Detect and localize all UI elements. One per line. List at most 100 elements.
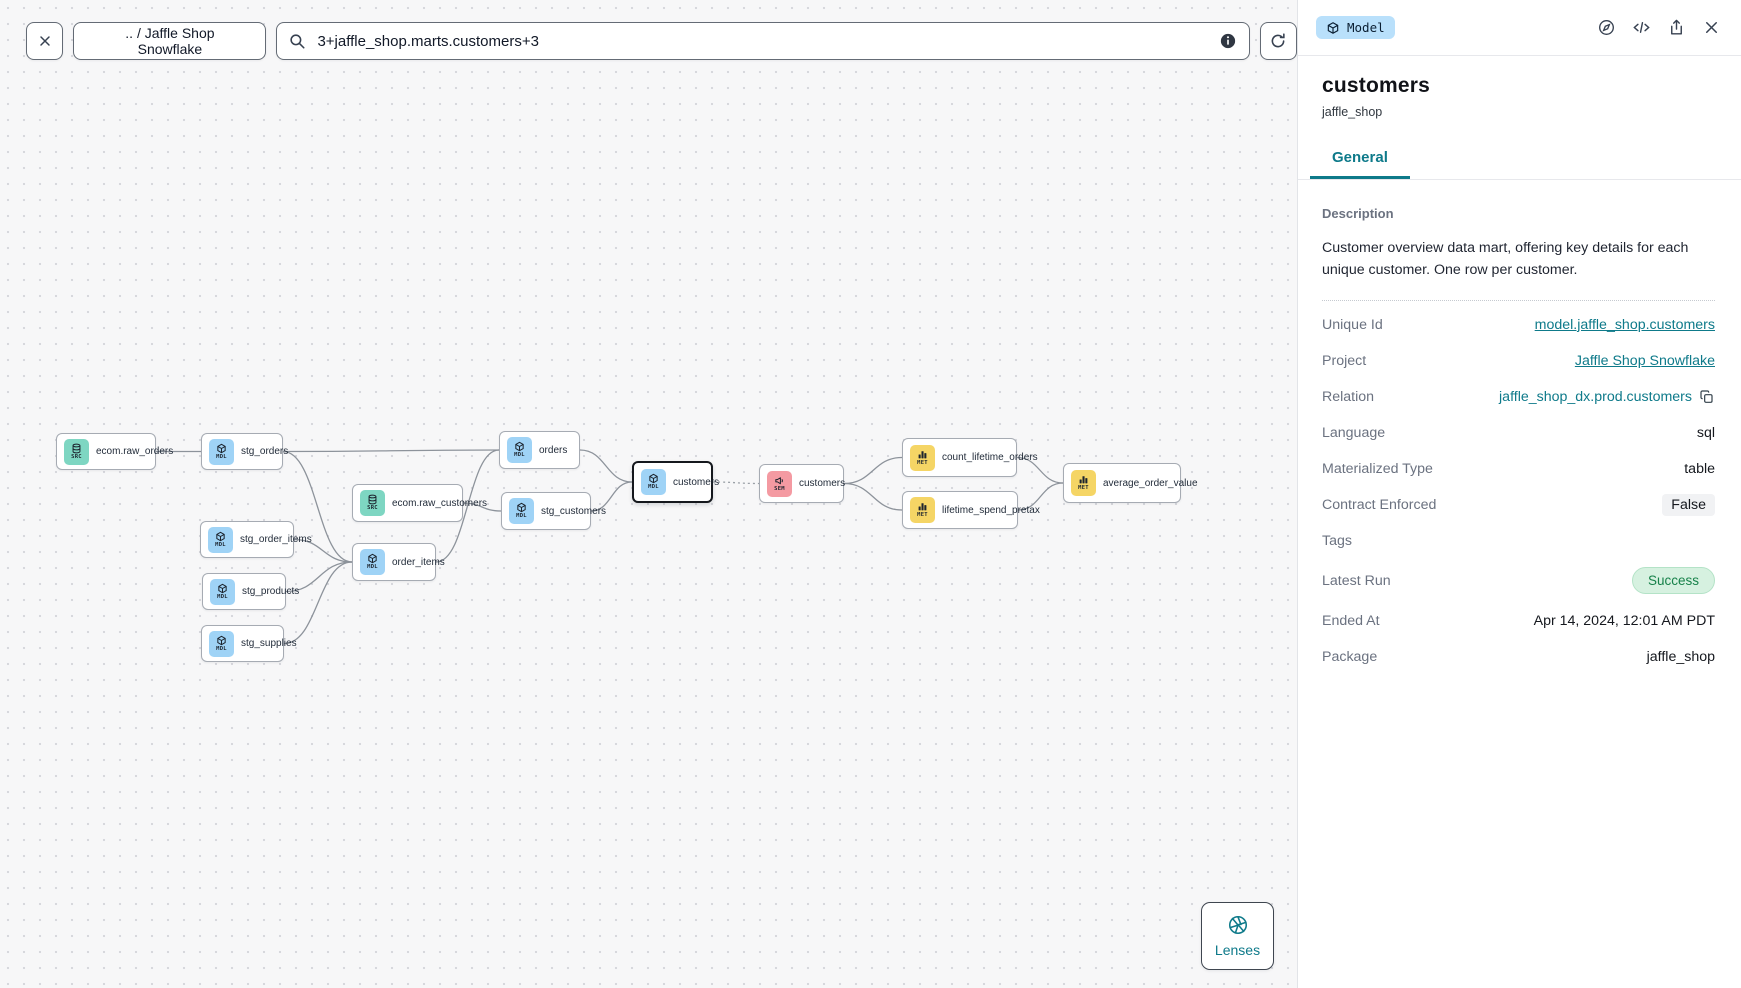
node-label: stg_products (242, 586, 300, 597)
field-label: Latest Run (1322, 572, 1391, 589)
node-label: stg_order_items (240, 534, 312, 545)
aperture-icon (1228, 915, 1247, 935)
lineage-search (276, 22, 1250, 60)
detail-field-row: Contract Enforced False (1322, 487, 1715, 523)
lineage-edge (579, 449, 633, 483)
field-value: sql (1696, 424, 1715, 441)
close-panel-button[interactable] (1701, 18, 1721, 38)
cube-icon: MDL (209, 630, 234, 657)
node-label: count_lifetime_orders (942, 452, 1038, 463)
detail-field-row: Ended At Apr 14, 2024, 12:01 AM PDT (1322, 603, 1715, 639)
lineage-edges (156, 449, 1064, 645)
lineage-edge (285, 561, 353, 593)
copy-icon[interactable] (1699, 389, 1715, 405)
refresh-button[interactable] (1259, 22, 1297, 60)
close-icon (1705, 21, 1717, 34)
node-label: customers (799, 478, 846, 489)
graph-node-stg_products[interactable]: MDL stg_products (202, 573, 299, 610)
lineage-edge (462, 502, 502, 512)
field-label: Tags (1322, 532, 1352, 549)
lineage-edge (283, 561, 353, 645)
field-label: Project (1322, 352, 1367, 369)
info-icon[interactable] (1219, 32, 1237, 50)
cube-icon: MDL (210, 578, 235, 605)
graph-node-stg_customers[interactable]: MDL stg_customers (501, 492, 606, 530)
graph-node-orders[interactable]: MDL orders (499, 431, 580, 469)
node-label: customers (673, 476, 720, 488)
lineage-edge (590, 481, 633, 512)
node-label: orders (539, 444, 568, 456)
search-icon (290, 34, 305, 49)
cube-icon (1327, 21, 1339, 34)
lenses-label: Lenses (1214, 942, 1261, 958)
cube-icon: MDL (507, 437, 532, 463)
cube-icon: MDL (641, 469, 666, 495)
share-icon (1670, 19, 1682, 35)
database-icon: SRC (360, 490, 385, 516)
lineage-edge (282, 449, 500, 453)
graph-node-order_items[interactable]: MDL order_items (352, 543, 445, 581)
cube-icon: MDL (509, 498, 534, 524)
node-label: order_items (392, 556, 445, 568)
cube-icon: MDL (360, 549, 385, 575)
field-value: table (1684, 460, 1715, 477)
detail-fields: Unique Id model.jaffle_shop.customers Pr… (1322, 307, 1715, 675)
lineage-edge (1016, 456, 1064, 484)
close-icon (39, 36, 50, 46)
refresh-icon (1271, 33, 1285, 48)
field-label: Materialized Type (1322, 460, 1433, 477)
field-value[interactable]: Jaffle Shop Snowflake (1574, 352, 1715, 369)
lineage-edge (293, 538, 353, 563)
breadcrumb[interactable]: .. / Jaffle Shop Snowflake (73, 22, 267, 60)
detail-field-row: Project Jaffle Shop Snowflake (1322, 343, 1715, 379)
bar-chart-icon: MET (1071, 470, 1096, 496)
lineage-edge (843, 456, 903, 485)
field-label: Language (1322, 424, 1386, 441)
lineage-edge (712, 481, 760, 485)
close-lineage-button[interactable] (26, 22, 64, 60)
description-text: Customer overview data mart, offering ke… (1322, 240, 1689, 279)
value-badge: False (1662, 493, 1715, 516)
graph-node-stg_supplies[interactable]: MDL stg_supplies (201, 625, 297, 662)
graph-node-customers[interactable]: MDL customers (632, 461, 719, 503)
panel-actions (1596, 18, 1721, 38)
detail-field-row: Package jaffle_shop (1322, 639, 1715, 675)
model-package-subtitle: jaffle_shop (1322, 105, 1383, 119)
panel-header: Model (1298, 0, 1741, 56)
node-label: stg_orders (241, 446, 289, 457)
field-label: Unique Id (1322, 316, 1383, 333)
search-input[interactable] (276, 22, 1250, 60)
detail-field-row: Materialized Type table (1322, 451, 1715, 487)
section-divider (1322, 299, 1715, 301)
details-panel: Model customers jaffle_shop General Desc… (1297, 0, 1741, 988)
field-label: Relation (1322, 388, 1375, 405)
model-title: customers (1322, 74, 1431, 97)
detail-field-row: Tags (1322, 523, 1715, 559)
field-label: Package (1322, 648, 1378, 665)
field-value[interactable]: model.jaffle_shop.customers (1534, 316, 1715, 333)
compass-icon (1598, 20, 1614, 35)
graph-node-stg_orders[interactable]: MDL stg_orders (201, 433, 288, 470)
explore-button[interactable] (1596, 18, 1616, 38)
graph-node-lifetime_spend_pretax[interactable]: MET lifetime_spend_pretax (902, 491, 1040, 529)
node-label: stg_customers (541, 505, 607, 517)
megaphone-icon: SEM (767, 470, 792, 497)
share-button[interactable] (1666, 18, 1686, 38)
graph-node-customers[interactable]: SEM customers (759, 464, 846, 503)
field-label: Ended At (1322, 612, 1380, 629)
cube-icon: MDL (209, 438, 234, 465)
node-label: stg_supplies (241, 638, 297, 649)
bar-chart-icon: MET (910, 497, 935, 523)
tab-general[interactable]: General (1310, 149, 1410, 179)
graph-node-stg_order_items[interactable]: MDL stg_order_items (200, 521, 312, 558)
lenses-button[interactable]: Lenses (1201, 902, 1274, 970)
cube-icon: MDL (208, 526, 233, 553)
view-code-button[interactable] (1631, 18, 1651, 38)
node-label: lifetime_spend_pretax (942, 504, 1040, 516)
